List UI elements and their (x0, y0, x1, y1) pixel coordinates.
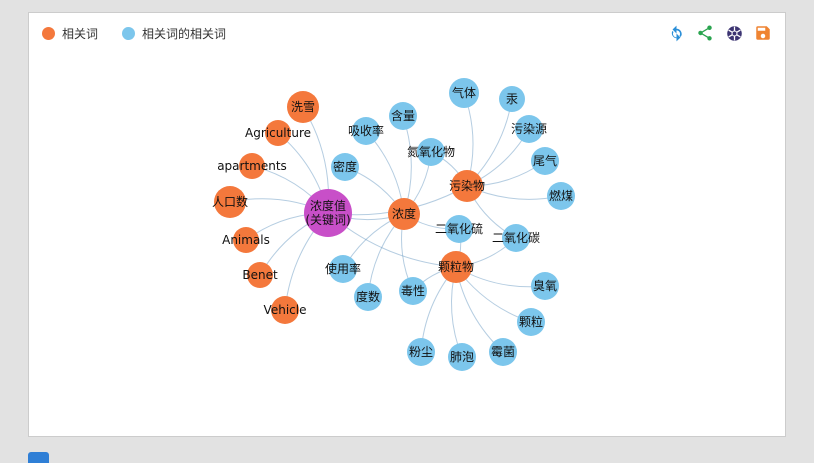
legend-label-related: 相关词 (62, 27, 99, 41)
graph-node-label: 燃煤 (548, 188, 573, 203)
graph-node-label: 使用率 (325, 261, 362, 276)
graph-node-duxing[interactable]: 毒性 (399, 277, 427, 305)
graph-node-label: 度数 (355, 289, 380, 304)
graph-node-shiyonglv[interactable]: 使用率 (325, 255, 361, 283)
graph-node-label: 含量 (390, 108, 415, 123)
graph-node-label: 臭氧 (532, 278, 557, 293)
graph-node-eryanghualiu[interactable]: 二氧化硫 (435, 215, 483, 243)
graph-node-weiqi[interactable]: 尾气 (531, 147, 559, 175)
graph-node-vehicle[interactable]: Vehicle (264, 296, 306, 324)
graph-node-renkoushu[interactable]: 人口数 (212, 186, 249, 218)
graph-node-ranmei[interactable]: 燃煤 (547, 182, 575, 210)
graph-node-xishoulv[interactable]: 吸收率 (348, 117, 384, 145)
graph-node-gong[interactable]: 汞 (499, 86, 525, 112)
graph-node-wuranyuan[interactable]: 污染源 (511, 115, 547, 143)
graph-node-label: 吸收率 (348, 123, 385, 138)
graph-node-feipao[interactable]: 肺泡 (448, 343, 476, 371)
graph-node-label: 肺泡 (449, 349, 474, 364)
graph-node-animals[interactable]: Animals (222, 227, 270, 253)
graph-node-midu[interactable]: 密度 (331, 153, 359, 181)
legend-item-related[interactable]: 相关词 (42, 25, 98, 42)
graph-node-meijun[interactable]: 霉菌 (489, 338, 517, 366)
legend-item-secondary[interactable]: 相关词的相关词 (122, 25, 226, 42)
graph-node-dushu[interactable]: 度数 (354, 283, 382, 311)
graph-node-apartments[interactable]: apartments (217, 153, 287, 179)
graph-node-label: 气体 (451, 85, 476, 100)
share-network-icon[interactable] (695, 23, 715, 43)
graph-node-label: 颗粒物 (438, 259, 475, 274)
graph-node-label: 颗粒 (518, 314, 543, 329)
legend-dot-related (42, 27, 55, 40)
graph-node-label: 浓度 (391, 206, 416, 221)
graph-node-label: 密度 (332, 159, 357, 174)
graph-node-benet[interactable]: Benet (242, 262, 278, 288)
graph-node-hanliang[interactable]: 含量 (389, 102, 417, 130)
graph-node-label: 污染物 (449, 178, 486, 193)
graph-node-label: 汞 (505, 91, 518, 106)
graph-node-label: 霉菌 (490, 344, 515, 359)
graph-node-label: 人口数 (212, 194, 249, 209)
graph-node-keli[interactable]: 颗粒 (517, 308, 545, 336)
graph-node-xixue[interactable]: 洗雪 (287, 91, 319, 123)
graph-node-fenchen[interactable]: 粉尘 (407, 338, 435, 366)
graph-node-nongdu[interactable]: 浓度 (388, 198, 420, 230)
graph-node-wuranwu[interactable]: 污染物 (449, 170, 486, 202)
save-icon[interactable] (753, 23, 773, 43)
graph-node-label: 污染源 (511, 121, 548, 136)
graph-node-label: 粉尘 (408, 344, 433, 359)
graph-node-danyanghuawu[interactable]: 氮氧化物 (407, 138, 455, 166)
graph-node-label: 毒性 (400, 283, 425, 298)
legend-dot-secondary (122, 27, 136, 40)
graph-node-eryanghuatan[interactable]: 二氧化碳 (492, 224, 540, 252)
legend-label-secondary: 相关词的相关词 (142, 27, 227, 41)
toolbar (666, 23, 773, 43)
graph-node-keliwu[interactable]: 颗粒物 (438, 251, 475, 283)
graph-node-label: 尾气 (532, 153, 557, 168)
graph-node-key[interactable]: 浓度值 (关键词) (304, 189, 352, 237)
bottom-left-artifact (28, 452, 49, 463)
graph-node-qiti[interactable]: 气体 (449, 78, 479, 108)
legend: 相关词 相关词的相关词 (42, 25, 226, 42)
graph-node-label: 洗雪 (290, 99, 315, 114)
graph-node-chouyang[interactable]: 臭氧 (531, 272, 559, 300)
graph-node-agriculture[interactable]: Agriculture (245, 120, 311, 146)
refresh-icon[interactable] (666, 23, 686, 43)
graph-node-label: 浓度值 (关键词) (305, 198, 351, 227)
color-wheel-icon[interactable] (724, 23, 744, 43)
